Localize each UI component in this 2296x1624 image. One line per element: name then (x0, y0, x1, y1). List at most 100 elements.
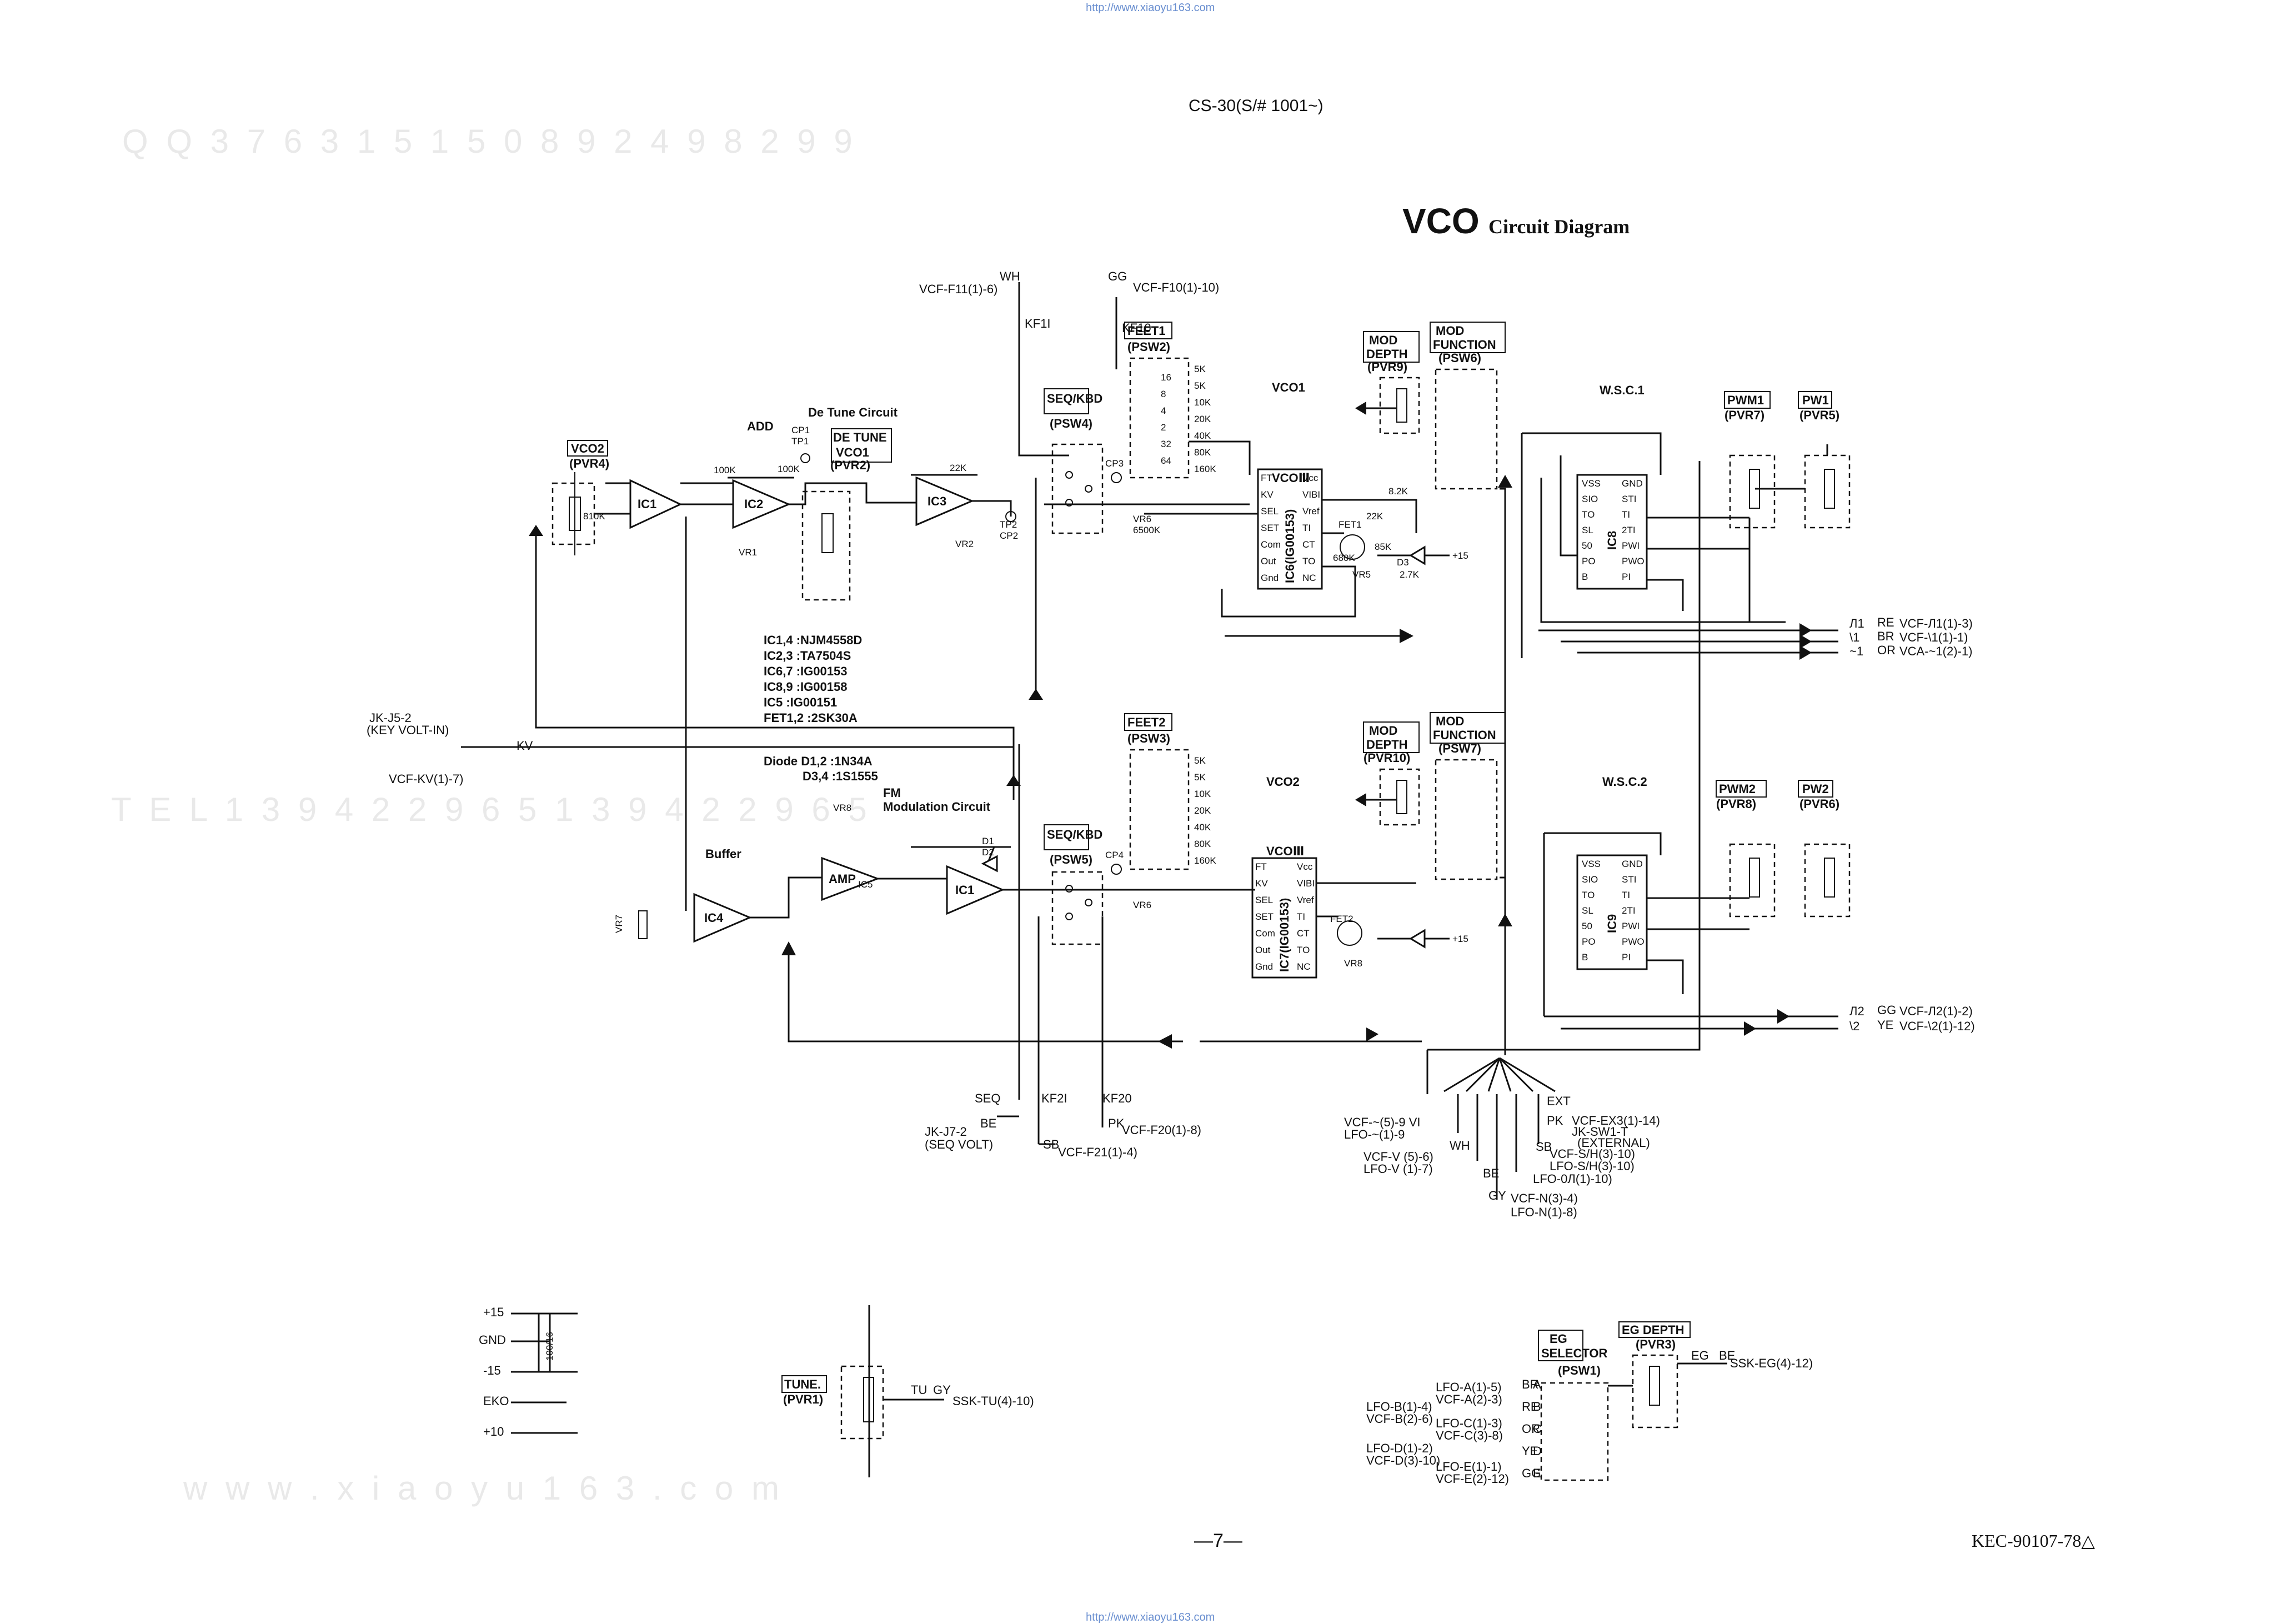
schematic-label: IC8,9 :IG00158 (764, 680, 847, 694)
ic6-vco-chip: FT KV SEL SET Com Out Gnd Vcc VIBI Vref … (1257, 468, 1323, 590)
schematic-circle (1005, 511, 1016, 522)
schematic-label: Out (1261, 556, 1276, 567)
schematic-label: STI (1622, 874, 1636, 885)
schematic-path (461, 478, 1037, 911)
pw1-pvr5: PW1 (PVR5) (1798, 391, 1851, 529)
schematic-label: TU (911, 1383, 927, 1397)
schematic-label: IC5 :IG00151 (764, 695, 837, 709)
schematic-label: Vref (1302, 506, 1320, 517)
schematic-label: Gnd (1261, 573, 1279, 583)
schematic-label: TI (1622, 890, 1630, 900)
bottom-url[interactable]: http://www.xiaoyu163.com (1086, 1611, 1215, 1623)
schematic-label: Out (1255, 945, 1271, 955)
schematic-label: KV (1261, 489, 1274, 500)
schematic-label: VCF-Л1(1)-3) (1899, 616, 1973, 630)
schematic-polygon (1799, 623, 1812, 638)
schematic-rect (1396, 388, 1407, 423)
schematic-label: A (1533, 1377, 1541, 1391)
schematic-rect (1379, 377, 1420, 434)
schematic-label: (PSW2) (1127, 340, 1170, 354)
schematic-rect (1824, 858, 1835, 898)
schematic-label: VCF-E(2)-12) (1436, 1472, 1509, 1486)
schematic-label: EXT (1547, 1094, 1571, 1108)
schematic-label: 22K (1366, 511, 1383, 522)
schematic-label: D3,4 :1S1555 (803, 769, 878, 783)
schematic-label: (PSW6) (1438, 351, 1481, 365)
schematic-label: +15 (1452, 550, 1468, 561)
schematic-path (997, 1077, 1104, 1145)
schematic-rect (1724, 391, 1771, 409)
schematic-label: LFO-E(1)-1) (1436, 1460, 1502, 1473)
schematic-rect (638, 910, 648, 939)
schematic-label: WH (1000, 269, 1020, 283)
schematic-label: FET2 (1330, 914, 1353, 924)
schematic-label: VCF-F21(1)-4) (1058, 1145, 1137, 1159)
schematic-polygon (1006, 775, 1021, 786)
schematic-label: GY (933, 1383, 951, 1397)
schematic-polygon (1355, 402, 1366, 415)
detune-vco1-box: DE TUNE VCO1 (PVR2) (801, 428, 892, 601)
schematic-rect (1129, 357, 1190, 479)
schematic-label: PWI (1622, 540, 1640, 551)
page-number: —7— (1194, 1530, 1242, 1551)
schematic-label: TI (1622, 509, 1630, 520)
mod-depth-pvr10: MOD DEPTH (PVR10) (1363, 721, 1420, 826)
feet1-psw2-switch: FEET1 (PSW2) 5K 5K 10K 20K 40K 80K 160K … (1124, 322, 1216, 479)
schematic-label: EG DEPTH (1622, 1323, 1684, 1337)
schematic-label: 100K (778, 464, 800, 474)
schematic-path (1018, 355, 1250, 505)
schematic-label: Vcc (1302, 473, 1319, 483)
schematic-rect (1044, 824, 1089, 850)
schematic-rect (1618, 1321, 1691, 1338)
schematic-rect (567, 440, 608, 457)
schematic-path (1426, 1050, 1556, 1200)
schematic-label: VR1 (739, 547, 757, 558)
schematic-rect (569, 497, 581, 531)
schematic-label: W.S.C.2 (1602, 775, 1647, 789)
schematic-rect (781, 1375, 827, 1393)
schematic-label: (PSW7) (1438, 741, 1481, 755)
schematic-label: CP2 (1000, 530, 1018, 541)
schematic-label: E (1533, 1466, 1541, 1480)
schematic-label: VCOⅢ (1272, 471, 1310, 485)
schematic-label: JK-J5-2 (369, 711, 412, 725)
schematic-label: VIBI (1297, 878, 1315, 889)
schematic-label: PI (1622, 952, 1631, 963)
schematic-label: (PVR4) (569, 457, 609, 470)
schematic-label: KF2I (1041, 1091, 1067, 1105)
schematic-polygon (1355, 793, 1366, 806)
schematic-label: Modulation Circuit (883, 800, 991, 814)
mod-function-psw7: MOD FUNCTION (PSW7) (1430, 712, 1506, 880)
eg-selector-block: EG SELECTOR (PSW1) EG DEPTH (PVR3) EG BE… (1366, 1321, 1813, 1486)
schematic-label: TP2 (1000, 519, 1017, 530)
schematic-label: 50 (1582, 921, 1592, 931)
schematic-label: GND (1622, 859, 1643, 869)
top-url[interactable]: http://www.xiaoyu163.com (1086, 2, 1215, 14)
schematic-label: SB (1536, 1140, 1552, 1154)
schematic-label: GY (1488, 1189, 1506, 1202)
schematic-label: 85K (1375, 542, 1392, 552)
schematic-label: 160K (1194, 464, 1216, 474)
schematic-rect (1044, 388, 1089, 414)
schematic-label: LFO-A(1)-5) (1436, 1380, 1502, 1394)
schematic-circle (1065, 913, 1073, 920)
schematic-circle (1085, 899, 1092, 906)
schematic-label: 6500K (1133, 525, 1161, 535)
schematic-rect (1824, 469, 1835, 509)
schematic-label: IC6(IG00153) (1283, 509, 1297, 583)
schematic-label: VCF-N(3)-4) (1511, 1191, 1578, 1205)
output-list-1: Л1 RE VCF-Л1(1)-3) \1 BR VCF-\1(1)-1) ~1… (1849, 615, 1973, 658)
pwm1-pvr7: PWM1 (PVR7) (1724, 391, 1776, 529)
schematic-label: (PVR8) (1716, 797, 1756, 811)
schematic-label: VCF-F10(1)-10) (1133, 280, 1219, 294)
schematic-label: VR8 (833, 803, 851, 813)
schematic-label: Buffer (705, 847, 741, 861)
schematic-label: VCF-F20(1)-8) (1122, 1123, 1201, 1137)
schematic-label: D1 (982, 836, 994, 846)
schematic-label: 50 (1582, 540, 1592, 551)
schematic-label: VCOⅢ (1266, 844, 1304, 858)
schematic-label: 20K (1194, 805, 1211, 816)
schematic-rect (1051, 443, 1104, 534)
schematic-label: 5K (1194, 755, 1206, 766)
schematic-label: IC4 (704, 911, 724, 925)
